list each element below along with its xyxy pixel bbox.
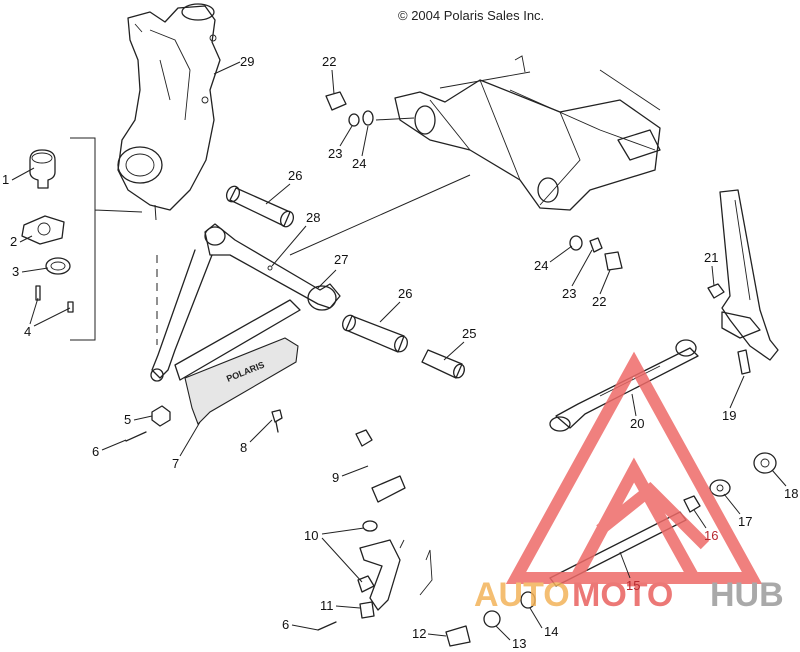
callout-23-upper: 23 [328,146,342,161]
callout-29: 29 [240,54,254,69]
callout-3: 3 [12,264,19,279]
lower-linkage [317,429,536,647]
callout-22-lower: 22 [592,294,606,309]
callout-21: 21 [704,250,718,265]
end-17 [709,479,731,497]
watermark-word-auto: AUTO [474,576,570,614]
hardware-lower [569,235,623,271]
callout-16: 16 [704,528,718,543]
callout-24-lower: 24 [534,258,548,273]
callout-14: 14 [544,624,558,639]
callout-24-upper: 24 [352,156,366,171]
a-arm [150,174,471,382]
callout-26-upper: 26 [288,168,302,183]
bushing-lower [342,314,408,353]
bushing-upper [225,185,295,228]
watermark-triangle [505,351,763,584]
ball-joint [29,149,56,189]
callout-4: 4 [24,324,31,339]
callouts: 1 2 3 4 5 6 7 8 9 [2,54,798,651]
copyright-text: © 2004 Polaris Sales Inc. [398,8,545,23]
watermark-word-moto: MOTO [572,576,673,614]
watermark-check [596,481,710,550]
retaining-ring [45,257,71,275]
sleeve-25 [421,349,465,379]
callout-7: 7 [172,456,179,471]
callout-20: 20 [630,416,644,431]
callout-28: 28 [306,210,320,225]
callout-18: 18 [784,486,798,501]
callout-8: 8 [240,440,247,455]
spindle [719,189,779,361]
callout-27: 27 [334,252,348,267]
callout-5: 5 [124,412,131,427]
callout-13: 13 [512,636,526,651]
nut-16 [683,495,701,513]
end-18 [753,452,777,474]
watermark-word-hub: HUB [710,576,784,614]
screws [35,285,74,313]
callout-9: 9 [332,470,339,485]
callout-19: 19 [722,408,736,423]
callout-10: 10 [304,528,318,543]
callout-1: 1 [2,172,9,187]
steering-knuckle [117,3,221,221]
group-bracket [70,137,143,341]
callout-6-lower: 6 [282,617,289,632]
watermark-logo: AUTO MOTO HUB [474,351,784,614]
nut-5 [151,405,171,427]
callout-2: 2 [10,234,17,249]
callout-26-lower: 26 [398,286,412,301]
callout-15: 15 [626,578,640,593]
callout-17: 17 [738,514,752,529]
cotter-pin-upper [125,431,147,442]
callout-23-lower: 23 [562,286,576,301]
bolt-8 [271,409,283,433]
callout-11: 11 [320,598,334,613]
callout-22-upper: 22 [322,54,336,69]
callout-25: 25 [462,326,476,341]
callout-12: 12 [412,626,426,641]
pin-19 [737,349,751,375]
frame [394,55,661,211]
retainer-plate [21,215,65,245]
skid-plate: POLARIS [184,337,299,425]
hardware-upper [325,91,374,127]
callout-6-upper: 6 [92,444,99,459]
nut-21 [707,283,725,299]
